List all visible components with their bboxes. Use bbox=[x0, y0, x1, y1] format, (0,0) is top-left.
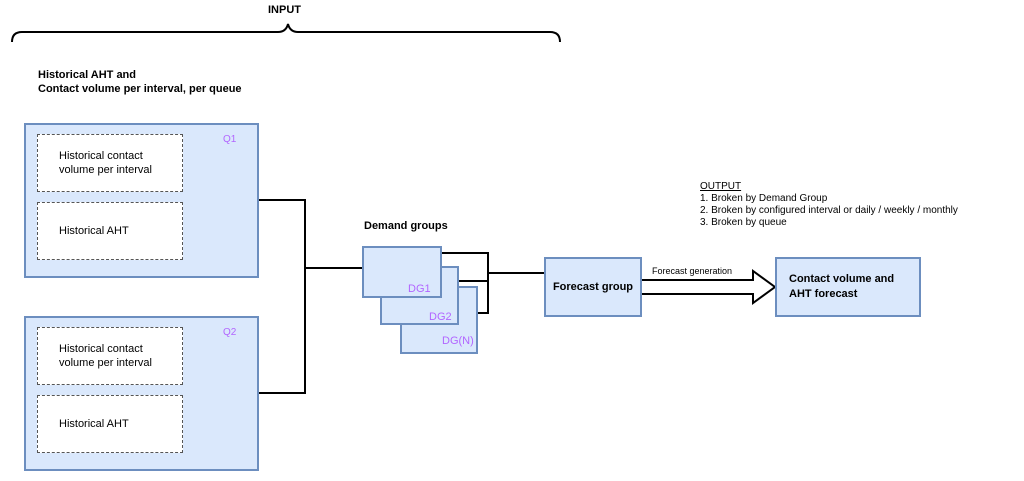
historical-title: Historical AHT and Contact volume per in… bbox=[38, 68, 242, 96]
historical-title-line1: Historical AHT and bbox=[38, 69, 136, 81]
demand-groups-title: Demand groups bbox=[364, 220, 448, 232]
output-item-1: 1. Broken by Demand Group bbox=[700, 193, 828, 204]
q2-aht-label: Historical AHT bbox=[59, 418, 129, 430]
output-heading: OUTPUT bbox=[700, 181, 742, 192]
forecast-output-line1: Contact volume and bbox=[789, 273, 895, 285]
q2-aht-box: Historical AHT bbox=[37, 395, 183, 453]
demand-group-dg1-label: DG1 bbox=[408, 283, 431, 295]
demand-group-dgn-label: DG(N) bbox=[442, 335, 474, 347]
q1-contact-line1: Historical contact bbox=[59, 150, 143, 162]
demand-group-dg2-label: DG2 bbox=[429, 311, 452, 323]
output-item-2: 2. Broken by configured interval or dail… bbox=[700, 205, 958, 216]
forecast-group-box: Forecast group bbox=[544, 257, 642, 317]
forecast-generation-label: Forecast generation bbox=[652, 266, 733, 276]
output-item-3: 3. Broken by queue bbox=[700, 217, 787, 228]
demand-group-dg1: DG1 bbox=[362, 246, 442, 298]
q1-contact-volume-box: Historical contact volume per interval bbox=[37, 134, 183, 192]
queue-q2-label: Q2 bbox=[223, 327, 237, 338]
output-notes: OUTPUT 1. Broken by Demand Group 2. Brok… bbox=[700, 181, 958, 229]
historical-title-line2: Contact volume per interval, per queue bbox=[38, 83, 242, 95]
q2-contact-line1: Historical contact bbox=[59, 343, 143, 355]
forecast-output-line2: AHT forecast bbox=[789, 288, 858, 300]
q1-contact-line2: volume per interval bbox=[59, 164, 152, 176]
q1-connector bbox=[258, 199, 306, 394]
queue-q1-label: Q1 bbox=[223, 134, 237, 145]
q2-contact-line2: volume per interval bbox=[59, 357, 152, 369]
queue-q2-box: Q2 Historical contact volume per interva… bbox=[24, 316, 259, 471]
forecast-arrow bbox=[640, 269, 777, 305]
q1-aht-box: Historical AHT bbox=[37, 202, 183, 260]
input-label: INPUT bbox=[268, 4, 301, 16]
dg-collector bbox=[441, 252, 489, 314]
forecast-output-box: Contact volume and AHT forecast bbox=[775, 257, 921, 317]
queue-q1-box: Q1 Historical contact volume per interva… bbox=[24, 123, 259, 278]
q1-aht-label: Historical AHT bbox=[59, 225, 129, 237]
forecast-group-label: Forecast group bbox=[552, 281, 634, 293]
q2-contact-volume-box: Historical contact volume per interval bbox=[37, 327, 183, 385]
input-brace bbox=[11, 23, 561, 43]
